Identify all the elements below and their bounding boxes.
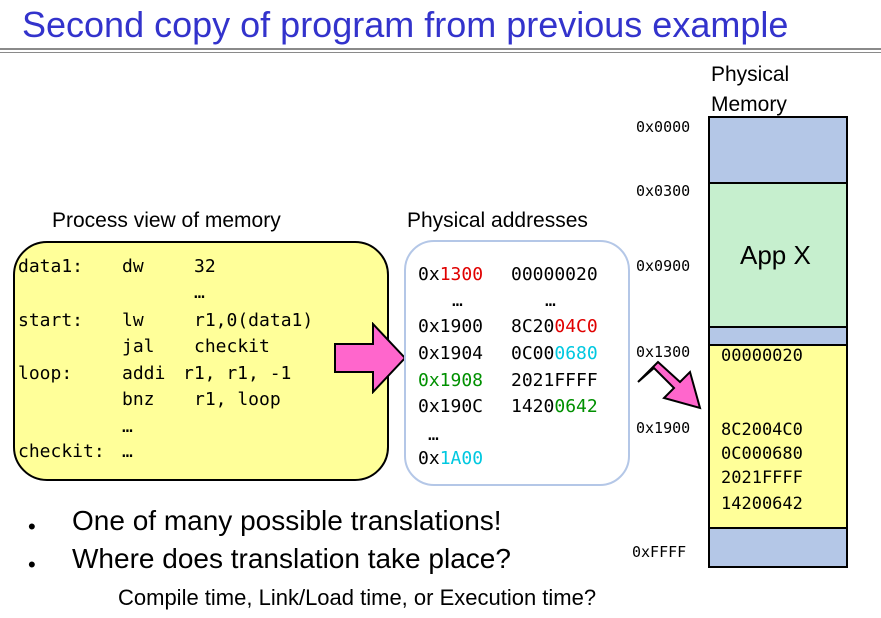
value-plain: 1420 (511, 396, 555, 417)
memory-address-label: 0x0300 (636, 182, 691, 200)
bullet-text: Where does translation take place? (72, 543, 511, 574)
physical-memory-caption-line1: Physical (711, 63, 790, 86)
phys-row-8-addr: 0x1A00 (418, 448, 483, 469)
phys-row-1-addr: 0x1300 (418, 264, 483, 285)
value-highlight: 04C0 (554, 316, 598, 337)
memory-word: 14200642 (721, 494, 803, 514)
physical-memory-caption-line2: Memory (711, 93, 787, 116)
code-label: loop: (18, 363, 73, 384)
memory-word: 2021FFFF (721, 468, 803, 488)
memory-address-label: 0x0000 (636, 118, 691, 136)
memory-segment-free-middle (710, 328, 846, 346)
value-highlight: 0680 (554, 343, 598, 364)
phys-row-2-value: … (545, 290, 556, 311)
translation-times-text: Compile time, Link/Load time, or Executi… (118, 585, 597, 610)
memory-word: 8C2004C0 (721, 420, 803, 440)
code-op: dw (122, 256, 144, 277)
translation-arrow (334, 322, 407, 394)
memory-address-label: 0x1900 (636, 419, 691, 437)
slide-title: Second copy of program from previous exa… (22, 4, 789, 45)
physical-memory-bar (708, 116, 848, 568)
bullet-marker: • (28, 514, 36, 539)
addr-highlight: 1A00 (439, 448, 484, 469)
physical-addresses-caption: Physical addresses (407, 209, 588, 232)
phys-row-3-addr: 0x1900 (418, 316, 484, 337)
value-plain: 8C20 (511, 316, 555, 337)
phys-row-4-addr: 0x1904 (418, 343, 484, 364)
code-args: r1, loop (194, 389, 281, 410)
phys-row-2-addr: … (452, 290, 463, 311)
physical-memory-caption: Physical Memory (711, 60, 789, 120)
addr-prefix: 0x (418, 448, 440, 469)
bullet-marker: • (28, 552, 36, 577)
code-op: addi (122, 363, 166, 384)
physical-addresses-box (404, 240, 630, 486)
code-label: data1: (18, 256, 84, 277)
phys-row-4-value: 0C000680 (511, 343, 598, 364)
memory-segment-app-x (710, 184, 846, 328)
memory-word: 00000020 (721, 346, 803, 366)
phys-row-5-addr: 0x1908 (418, 370, 484, 391)
memory-segment-free-bottom (710, 529, 846, 566)
memory-word: 0C000680 (721, 444, 803, 464)
code-args: 32 (194, 256, 216, 277)
code-args: checkit (194, 336, 270, 357)
addr-prefix: 0x (418, 264, 440, 285)
phys-row-1-value: 00000020 (511, 264, 598, 285)
process-view-caption: Process view of memory (52, 209, 281, 232)
code-op: … (122, 416, 133, 437)
code-op: lw (122, 310, 144, 331)
code-label: start: (18, 310, 84, 331)
addr-highlight: 1300 (439, 264, 484, 285)
translation-arrow-shape (334, 322, 407, 394)
code-op: … (122, 441, 133, 462)
value-plain: 0C00 (511, 343, 555, 364)
bullet-text: One of many possible translations! (72, 505, 502, 536)
memory-address-label: 0x0900 (636, 257, 691, 275)
memory-segment-free-top (710, 118, 846, 184)
code-op: jal (122, 336, 155, 357)
code-args: r1,0(data1) (194, 310, 314, 331)
title-divider (0, 48, 881, 50)
memory-segment-program (710, 346, 846, 529)
load-arrow-shape (637, 360, 702, 410)
value-highlight: 0642 (554, 396, 598, 417)
load-arrow (637, 360, 702, 410)
code-args: … (194, 282, 205, 303)
phys-row-5-value: 2021FFFF (511, 370, 598, 391)
phys-row-3-value: 8C2004C0 (511, 316, 598, 337)
app-x-label: App X (740, 240, 811, 270)
code-op: bnz (122, 389, 155, 410)
phys-row-6-value: 14200642 (511, 396, 598, 417)
memory-address-label: 0xFFFF (632, 543, 687, 561)
phys-row-6-addr: 0x190C (418, 396, 484, 417)
phys-row-7-addr: … (428, 424, 439, 445)
code-label: checkit: (18, 441, 105, 462)
memory-address-label: 0x1300 (636, 343, 691, 361)
code-args: r1, r1, -1 (183, 363, 292, 384)
title-divider-thin (0, 52, 881, 53)
